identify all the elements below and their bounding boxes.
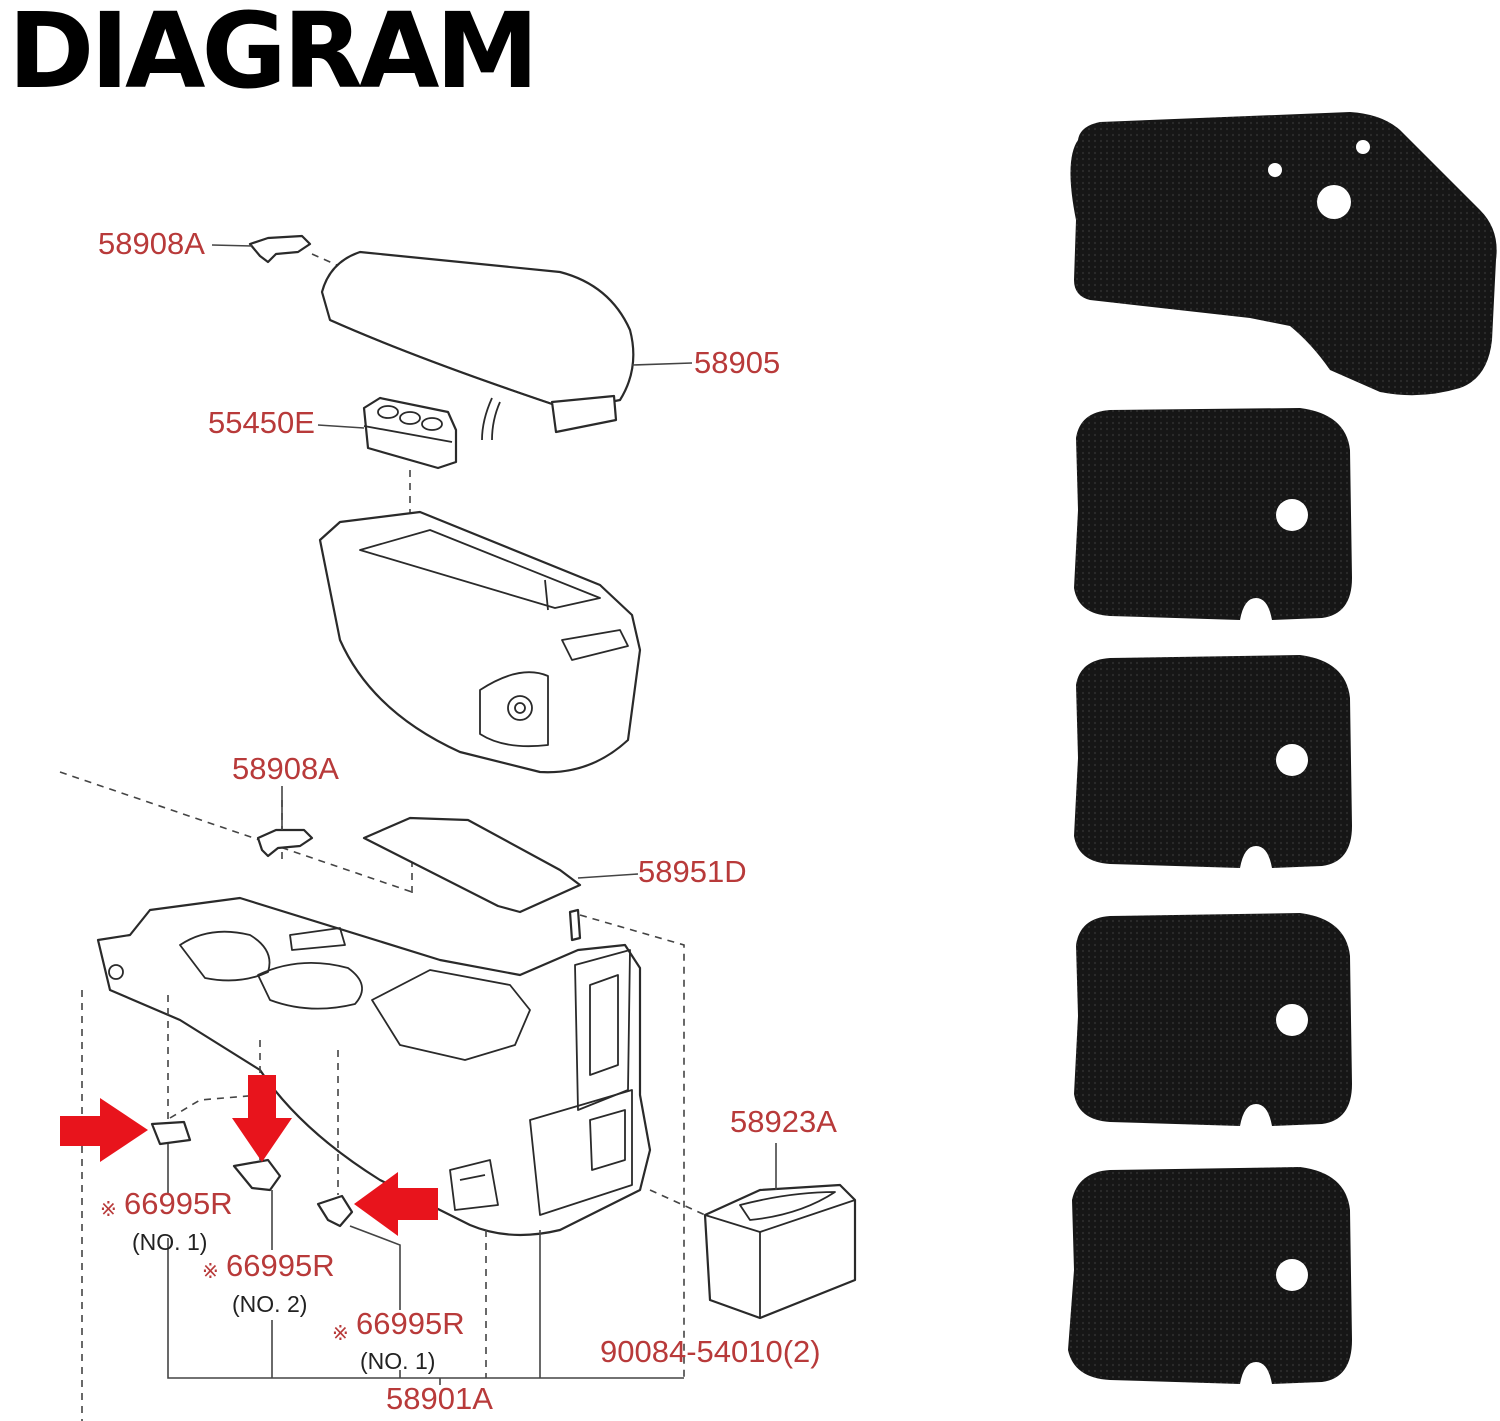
small-pad-4 (1068, 1167, 1352, 1384)
star-mark-2: ※ (202, 1259, 219, 1283)
ashtray-58923a (703, 1143, 857, 1320)
armrest-lid-58905 (320, 250, 693, 441)
label-58908a-mid: 58908A (232, 751, 339, 786)
cover-58951d (362, 816, 639, 914)
screw-90084 (568, 908, 582, 942)
label-58951d: 58951D (638, 854, 747, 889)
small-pad-2 (1074, 655, 1352, 868)
large-pad (1070, 112, 1497, 396)
label-55450e: 55450E (208, 405, 315, 440)
label-58908a-top: 58908A (98, 226, 205, 261)
star-mark-1: ※ (100, 1197, 117, 1221)
lower-console-58901a (96, 896, 652, 1237)
pad-66995r-no2 (232, 1158, 282, 1192)
label-58905: 58905 (694, 345, 780, 380)
diagram-title: DIAGRAM (8, 0, 539, 112)
red-arrow-right-icon (60, 1098, 148, 1162)
label-66995r-1-sub: (NO. 1) (132, 1229, 207, 1255)
console-box (318, 510, 642, 774)
label-90084: 90084-54010(2) (600, 1334, 821, 1369)
small-pad-3 (1074, 913, 1352, 1126)
storage-tray-55450e (317, 396, 458, 470)
label-66995r-3-sub: (NO. 1) (360, 1348, 435, 1374)
clip-58908a-mid (256, 786, 314, 858)
label-66995r-2: 66995R (226, 1248, 335, 1283)
label-66995r-2-sub: (NO. 2) (232, 1291, 307, 1317)
pad-66995r-no1-right (316, 1194, 354, 1228)
pad-66995r-no1-left (150, 1120, 192, 1146)
label-66995r-1: 66995R (124, 1186, 233, 1221)
small-pad-1 (1074, 408, 1352, 620)
red-arrow-left-icon (354, 1172, 438, 1236)
label-58901a: 58901A (386, 1381, 493, 1416)
red-arrow-down-icon (232, 1075, 292, 1162)
clip-58908a-top (211, 234, 312, 264)
label-66995r-3: 66995R (356, 1306, 465, 1341)
label-58923a: 58923A (730, 1104, 837, 1139)
star-mark-3: ※ (332, 1321, 349, 1345)
